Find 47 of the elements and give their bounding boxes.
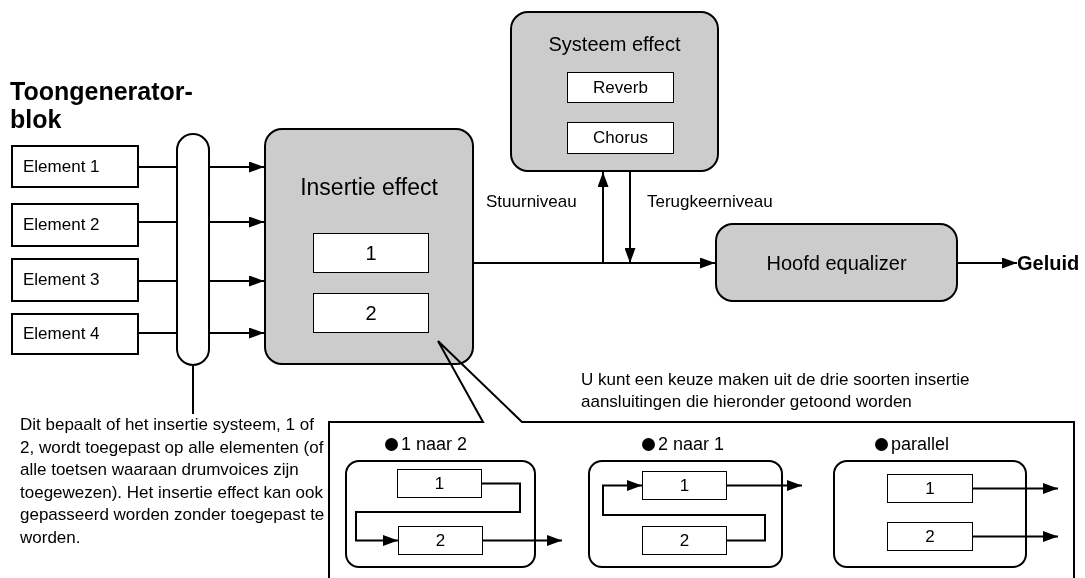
slot-box: 1 — [313, 233, 429, 273]
arrow — [209, 216, 265, 228]
connection-type-heading: 1 naar 2 — [401, 433, 468, 456]
connector-line — [138, 221, 177, 223]
element-box: Element 2 — [11, 203, 139, 247]
arrow — [473, 257, 716, 269]
arrow — [726, 480, 803, 491]
connection-type-heading: parallel — [891, 433, 950, 456]
connector-line — [138, 166, 177, 168]
arrow — [597, 171, 609, 264]
element-box: Element 4 — [11, 313, 139, 355]
arrow — [209, 161, 265, 173]
arrow — [482, 535, 563, 546]
output-label: Geluid — [1017, 249, 1085, 277]
element-box: Element 3 — [11, 258, 139, 302]
connector-line — [192, 365, 194, 415]
connector-line — [138, 332, 177, 334]
callout-heading: U kunt een keuze maken uit de drie soorten insertie aansluitingen die hieronder getoond worden — [581, 369, 971, 413]
slot-box: 2 — [642, 526, 727, 555]
switch-capsule — [176, 133, 210, 366]
slot-box: 1 — [642, 471, 727, 500]
arrow — [972, 531, 1059, 542]
block-title: Hoofd equalizer — [765, 251, 908, 276]
slot-box: 2 — [313, 293, 429, 333]
effect-type-box: Chorus — [567, 122, 674, 154]
effect-type-box: Reverb — [567, 72, 674, 103]
arrow — [972, 483, 1059, 494]
arrow — [355, 482, 521, 546]
effect-block — [264, 128, 474, 365]
slot-box: 2 — [398, 526, 483, 555]
slot-box: 1 — [397, 469, 482, 498]
connection-type-heading: 2 naar 1 — [658, 433, 725, 456]
arrow — [602, 480, 766, 542]
slot-box: 2 — [887, 522, 973, 551]
block-title: Systeem effect — [547, 32, 682, 57]
group-heading: Toongenerator- blok — [10, 77, 194, 133]
block-title: Insertie effect — [299, 173, 439, 202]
slot-box: 1 — [887, 474, 973, 503]
connector-line — [138, 280, 177, 282]
arrow — [209, 275, 265, 287]
arrow — [624, 171, 636, 264]
effect-block — [510, 11, 719, 172]
arrow — [209, 327, 265, 339]
note-text: Dit bepaalt of het insertie systeem, 1 of 2, wordt toegepast op alle elementen (of alle toetsen waaraan drumvoices zijn toegewezen). Het insertie effect kan ook gepasseerd worden zonder toegepast te worden. — [20, 414, 325, 574]
arrow — [957, 257, 1018, 269]
element-box: Element 1 — [11, 145, 139, 188]
effect-block — [715, 223, 958, 302]
